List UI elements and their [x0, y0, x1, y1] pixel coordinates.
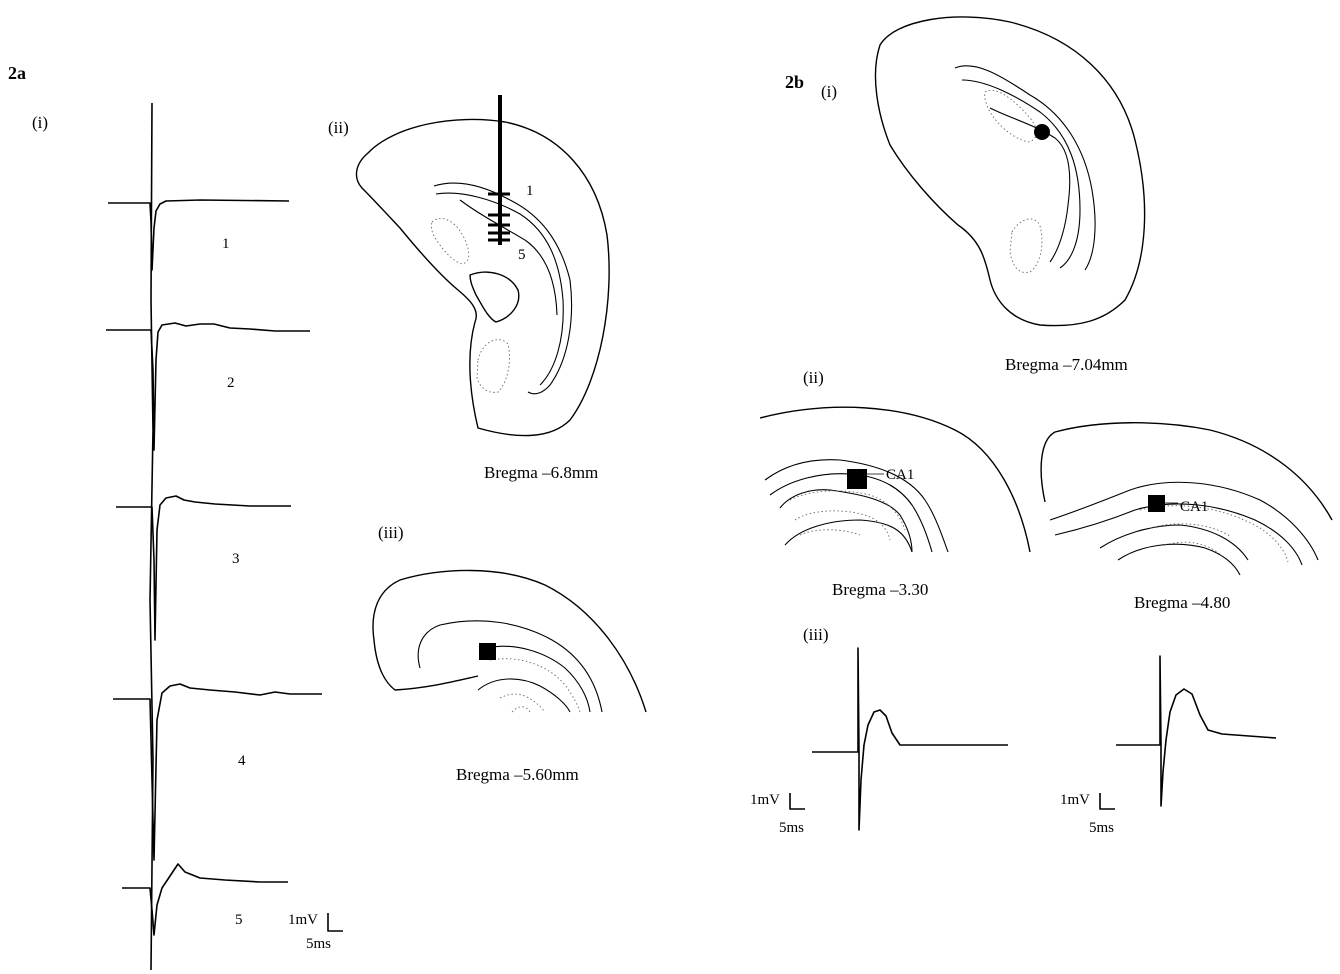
scale-bar-2b-right-lines: [1100, 793, 1115, 809]
hippocampal-layer-2b-ii-left-4: [785, 520, 912, 552]
scale-bar-2b-right-voltage: 1mV: [1060, 792, 1090, 808]
dentate-gyrus-2b-i-ventral: [1010, 219, 1042, 273]
lesion-marker-2b-ii-left: [847, 469, 867, 489]
section-outline-2a-iii: [373, 570, 646, 712]
electrode-label-1: 1: [526, 183, 534, 199]
field-potential-trace-1: [108, 200, 289, 270]
panel-2a-ii-label: (ii): [328, 118, 349, 137]
lesion-marker-2b-ii-right: [1148, 495, 1165, 512]
panel-2b-i-label: (i): [821, 82, 837, 101]
hippocampus-section-2b-ii-right: CA1: [1041, 423, 1332, 575]
evoked-response-trace-left: [812, 648, 1008, 830]
panel-2b: 2b (i) Bregma –7.04mm (ii) CA1 Bregma –3…: [750, 17, 1332, 836]
bregma-label-2b-ii-left: Bregma –3.30: [832, 580, 928, 599]
hippocampal-layer-2a-iii-outer: [418, 621, 602, 712]
hippocampal-layer-inner: [460, 200, 557, 315]
panel-2b-label: 2b: [785, 72, 804, 92]
scale-bar-2b-left-voltage: 1mV: [750, 792, 780, 808]
panel-2a-label: 2a: [8, 63, 26, 83]
dentate-gyrus-dorsal: [431, 218, 468, 264]
scale-bar-2b-left-time: 5ms: [779, 820, 804, 836]
dentate-gyrus-2b-ii-right: [1140, 506, 1288, 562]
field-potential-trace-2: [106, 323, 310, 450]
panel-2a-i-label: (i): [32, 113, 48, 132]
panel-2b-iii-label: (iii): [803, 625, 829, 644]
hippocampal-layer-2b-i-outer: [955, 66, 1095, 270]
hippocampal-layer-2b-ii-right-3: [1100, 525, 1248, 560]
field-potential-trace-5: [122, 864, 288, 935]
scale-bar-2a-lines: [328, 913, 343, 931]
dentate-gyrus-2b-i-dorsal: [985, 90, 1037, 142]
hippocampus-section-2a-iii: [373, 570, 646, 712]
recording-site-dot-2b-i: [1034, 124, 1050, 140]
hippocampal-layer-2b-i-mid: [962, 80, 1080, 268]
panel-2b-ii-label: (ii): [803, 368, 824, 387]
bregma-label-2b-i: Bregma –7.04mm: [1005, 355, 1128, 374]
hippocampal-layer-2b-ii-right-2: [1055, 504, 1302, 565]
section-outline-2b-i: [875, 17, 1144, 326]
hippocampus-section-2a-ii: 1 5: [356, 95, 609, 436]
scale-bar-2a-voltage: 1mV: [288, 912, 318, 928]
scale-bar-2b-right: 1mV 5ms: [1060, 792, 1115, 836]
scale-bar-2b-right-time: 5ms: [1089, 820, 1114, 836]
field-potential-trace-3: [116, 496, 291, 640]
lesion-marker-2a-iii: [479, 643, 496, 660]
electrode-label-5: 5: [518, 247, 526, 263]
hippocampal-layer-2b-ii-right-1: [1050, 482, 1318, 560]
bregma-label-2a-ii: Bregma –6.8mm: [484, 463, 598, 482]
hippocampus-section-2b-i: [875, 17, 1144, 326]
field-potential-trace-4: [113, 684, 322, 860]
trace-label-1: 1: [222, 236, 230, 252]
trace-label-4: 4: [238, 753, 246, 769]
hippocampal-layer-2b-i-inner: [990, 108, 1070, 262]
evoked-response-trace-right: [1116, 656, 1276, 806]
scale-bar-2b-left: 1mV 5ms: [750, 792, 805, 836]
hippocampus-section-2b-ii-left: CA1: [760, 407, 1030, 552]
dentate-gyrus-2b-ii-left: [790, 491, 905, 540]
bregma-label-2b-ii-right: Bregma –4.80: [1134, 593, 1230, 612]
trace-label-2: 2: [227, 375, 235, 391]
panel-2a: 2a (i) 1 2 3 4 5 1mV 5ms (ii): [8, 63, 646, 970]
dentate-gyrus-ventral: [477, 340, 510, 393]
bregma-label-2a-iii: Bregma –5.60mm: [456, 765, 579, 784]
ventral-hippocampus-lobe: [470, 272, 519, 322]
scale-bar-2a-time: 5ms: [306, 936, 331, 952]
trace-label-5: 5: [235, 912, 243, 928]
ca1-label-right: CA1: [1180, 499, 1208, 515]
hippocampal-layer-2b-ii-right-4: [1118, 544, 1240, 575]
scale-bar-2a: 1mV 5ms: [288, 912, 343, 952]
trace-label-3: 3: [232, 551, 240, 567]
scale-bar-2b-left-lines: [790, 793, 805, 809]
dentate-gyrus-2a-iii: [490, 659, 580, 712]
panel-2a-iii-label: (iii): [378, 523, 404, 542]
ca1-label-left: CA1: [886, 467, 914, 483]
